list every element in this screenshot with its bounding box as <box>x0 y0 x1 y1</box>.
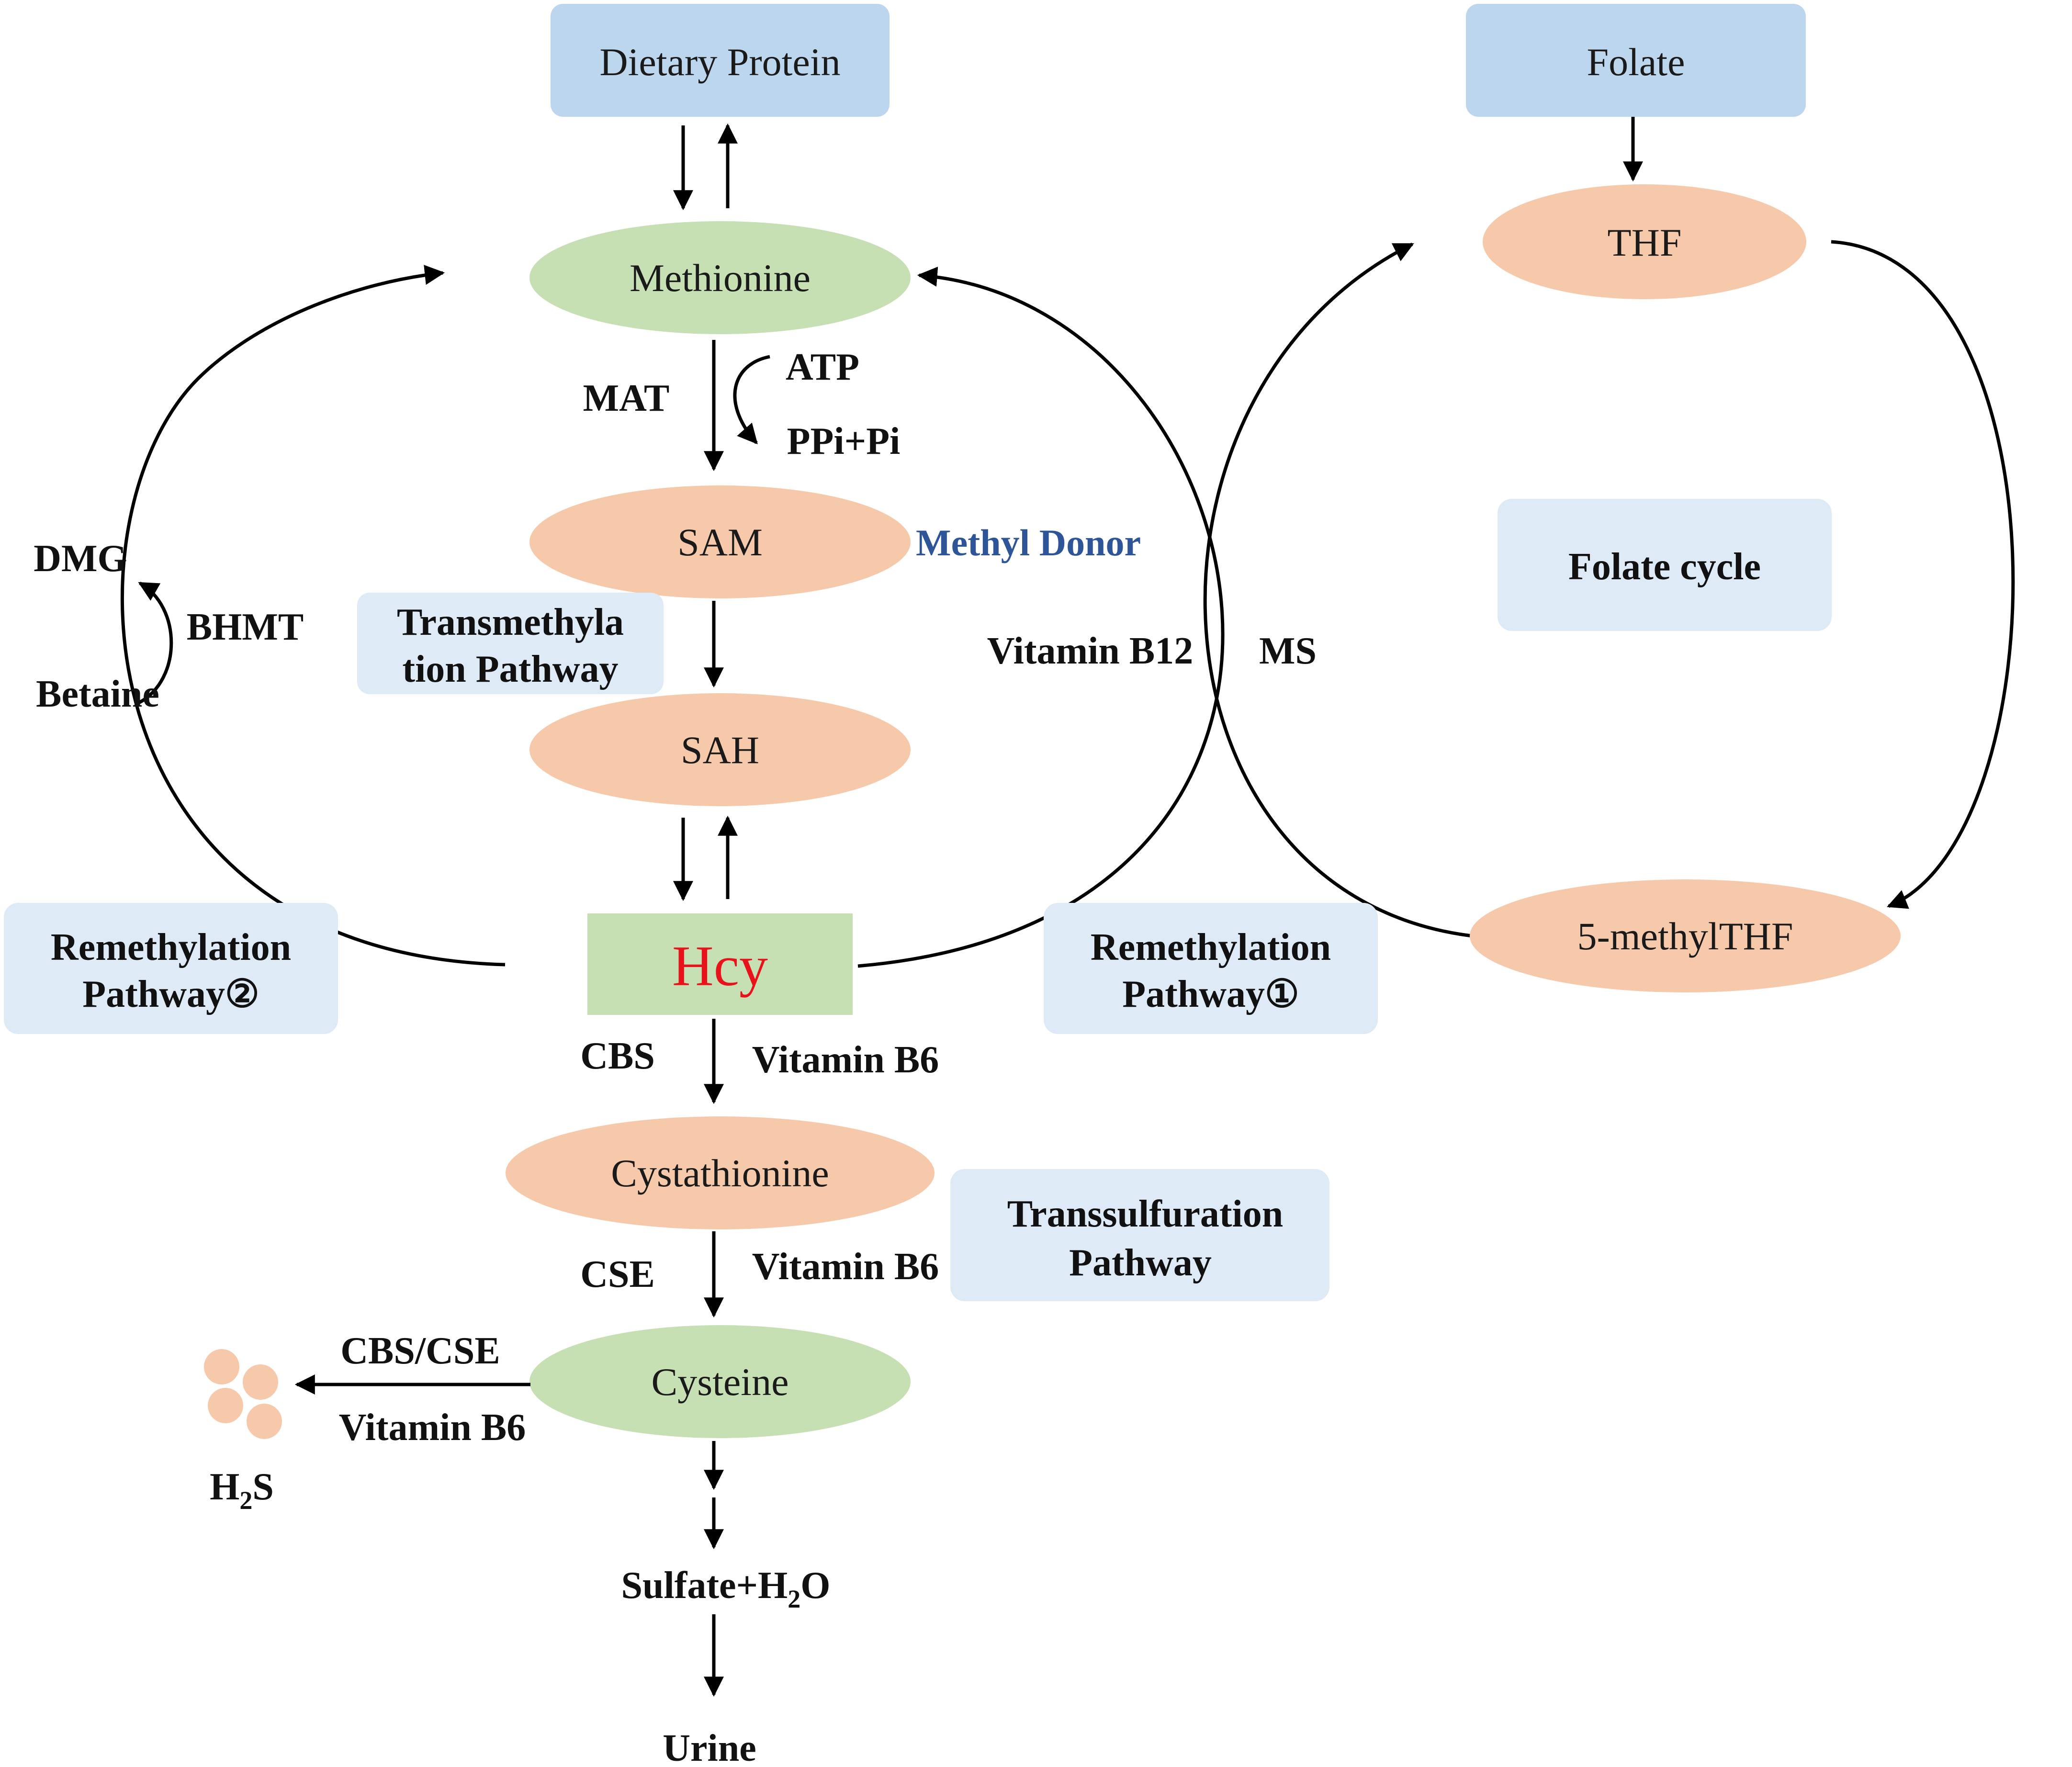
hcy-label: Hcy <box>672 934 768 998</box>
ms-label: MS <box>1259 630 1317 672</box>
folate-cycle-label: Folate cycle <box>1568 546 1761 588</box>
methylthf-label: 5-methylTHF <box>1577 914 1793 958</box>
cbs-cse-label: CBS/CSE <box>340 1330 500 1372</box>
vitamin-b6-cbs-label: Vitamin B6 <box>752 1039 939 1081</box>
ppi-pi-label: PPi+Pi <box>787 420 901 462</box>
atp-label: ATP <box>786 346 859 388</box>
thf-label: THF <box>1608 221 1682 264</box>
urine-label: Urine <box>663 1727 756 1767</box>
remethylation1-line2: Pathway① <box>1122 973 1299 1015</box>
h2s-label: H2S <box>210 1466 274 1515</box>
mat-label: MAT <box>583 377 670 419</box>
transsulfuration-pathway-box: Transsulfuration Pathway <box>950 1169 1329 1301</box>
sah-node: SAH <box>529 693 911 806</box>
folate-label: Folate <box>1587 40 1685 84</box>
folate-box: Folate <box>1466 4 1806 117</box>
remethylation2-line2: Pathway② <box>82 973 259 1015</box>
cysteine-node: Cysteine <box>529 1325 911 1438</box>
bhmt-label: BHMT <box>187 606 304 648</box>
dietary-protein-label: Dietary Protein <box>599 40 840 84</box>
thf-to-methylthf-loop <box>1831 240 2015 909</box>
vitamin-b12-label: Vitamin B12 <box>987 630 1193 672</box>
sulfate-h2o-label: Sulfate+H2O <box>621 1564 830 1613</box>
transsulfuration-line1: Transsulfuration <box>1007 1193 1283 1235</box>
cystathionine-label: Cystathionine <box>611 1151 829 1195</box>
remethylation-bhmt-loop <box>120 265 506 967</box>
h2s-molecule-icon <box>204 1349 282 1439</box>
remethylation1-line1: Remethylation <box>1091 926 1331 968</box>
transsulfuration-line2: Pathway <box>1069 1242 1212 1284</box>
remethylation-pathway-2-box: Remethylation Pathway② <box>4 903 338 1034</box>
transmethylation-pathway-box: Transmethyla tion Pathway <box>357 593 664 694</box>
cbs-label: CBS <box>580 1035 655 1077</box>
cystathionine-node: Cystathionine <box>506 1116 935 1229</box>
cse-label: CSE <box>580 1253 655 1295</box>
vitamin-b6-h2s-label: Vitamin B6 <box>339 1407 526 1449</box>
methionine-node: Methionine <box>529 221 911 334</box>
methylthf-node: 5-methylTHF <box>1470 879 1901 992</box>
thf-node: THF <box>1483 184 1806 299</box>
sah-label: SAH <box>681 728 759 772</box>
remethylation-pathway-1-box: Remethylation Pathway① <box>1044 903 1378 1034</box>
sam-node: SAM <box>529 485 911 598</box>
transmethylation-line1: Transmethyla <box>397 601 624 643</box>
vitamin-b6-cse-label: Vitamin B6 <box>752 1246 939 1288</box>
remethylation2-line1: Remethylation <box>51 926 291 968</box>
methyl-donor-label: Methyl Donor <box>916 522 1141 563</box>
dietary-protein-box: Dietary Protein <box>551 4 890 117</box>
folate-cycle-box: Folate cycle <box>1498 499 1832 631</box>
methylthf-to-thf-loop <box>1203 242 1473 938</box>
transmethylation-line2: tion Pathway <box>402 648 618 690</box>
cysteine-label: Cysteine <box>652 1360 789 1404</box>
hcy-node: Hcy <box>587 913 853 1015</box>
atp-curve-arrow <box>733 355 770 445</box>
methionine-label: Methionine <box>630 256 811 300</box>
betaine-label: Betaine <box>36 673 159 715</box>
dmg-label: DMG <box>34 538 127 580</box>
sam-label: SAM <box>677 520 763 564</box>
remethylation-ms-loop <box>857 267 1225 968</box>
betaine-to-dmg-curve <box>138 581 173 705</box>
